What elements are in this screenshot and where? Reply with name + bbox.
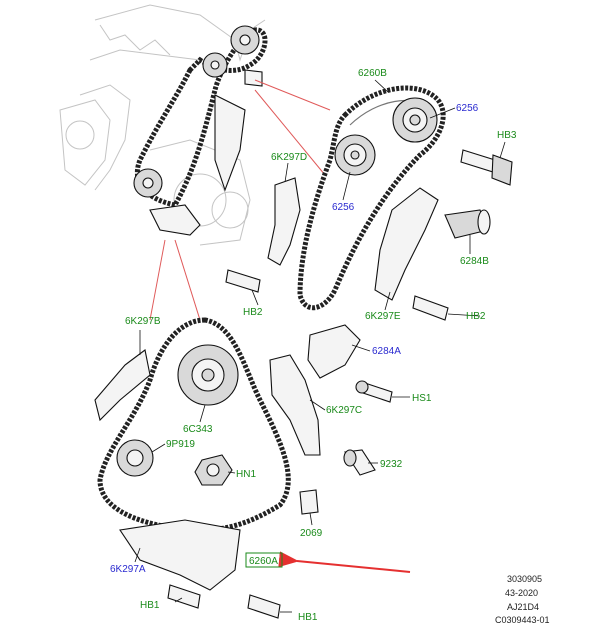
bolt-hb1-left	[167, 584, 201, 609]
guide-6k297b	[94, 349, 151, 422]
tensioner-6284b	[444, 209, 491, 239]
label-6k297b: 6K297B	[125, 316, 161, 327]
pin-2069	[299, 489, 319, 515]
label-hs1: HS1	[412, 393, 432, 404]
bolt-hb2-upper	[225, 269, 261, 293]
label-6256-left: 6256	[332, 202, 355, 213]
label-2069: 2069	[300, 528, 323, 539]
pointer-arrow	[278, 551, 411, 573]
bolt-hb2-right	[412, 295, 449, 321]
label-9232: 9232	[380, 459, 403, 470]
bolt-hb1-right	[247, 594, 281, 619]
label-6256-right: 6256	[456, 103, 479, 114]
label-6k297d: 6K297D	[271, 152, 307, 163]
label-6k297a: 6K297A	[110, 564, 146, 575]
label-6k297e: 6K297E	[365, 311, 401, 322]
label-6284b: 6284B	[460, 256, 489, 267]
guide-6k297a	[119, 519, 241, 591]
label-6k297c: 6K297C	[326, 405, 362, 416]
label-hb1-left: HB1	[140, 600, 160, 611]
assembled-chain-drive	[133, 25, 268, 236]
reference-line-4: C0309443-01	[495, 615, 550, 625]
guide-6k297d	[267, 177, 301, 266]
bolt-hb3	[460, 149, 513, 186]
label-6260b: 6260B	[358, 68, 387, 79]
dowel-9232	[343, 449, 376, 476]
label-6284a: 6284A	[372, 346, 401, 357]
label-hb2-upper: HB2	[243, 307, 263, 318]
label-6260a-box	[245, 552, 283, 568]
tensioner-arm-6k297e	[374, 187, 439, 301]
label-9p919: 9P919	[166, 439, 195, 450]
screw-hs1	[355, 380, 393, 403]
callout-lines	[149, 79, 331, 321]
cam-sprocket-left	[334, 134, 376, 176]
leader-lines	[134, 79, 506, 613]
cam-sprocket-right	[392, 97, 438, 143]
sprocket-9p919	[116, 439, 154, 477]
label-hb3: HB3	[497, 130, 517, 141]
sprocket-6c343	[177, 344, 239, 406]
label-hn1: HN1	[236, 469, 256, 480]
guide-6k297c	[269, 354, 321, 456]
label-6260a: 6260A	[249, 556, 278, 567]
label-hb1-right: HB1	[298, 612, 318, 623]
reference-line-1: 3030905	[507, 574, 542, 584]
nut-hn1	[194, 454, 233, 486]
reference-line-2: 43-2020	[505, 588, 538, 598]
reference-line-3: AJ21D4	[507, 602, 539, 612]
label-6c343: 6C343	[183, 424, 213, 435]
label-hb2-right: HB2	[466, 311, 486, 322]
tensioner-6284a	[307, 324, 361, 379]
